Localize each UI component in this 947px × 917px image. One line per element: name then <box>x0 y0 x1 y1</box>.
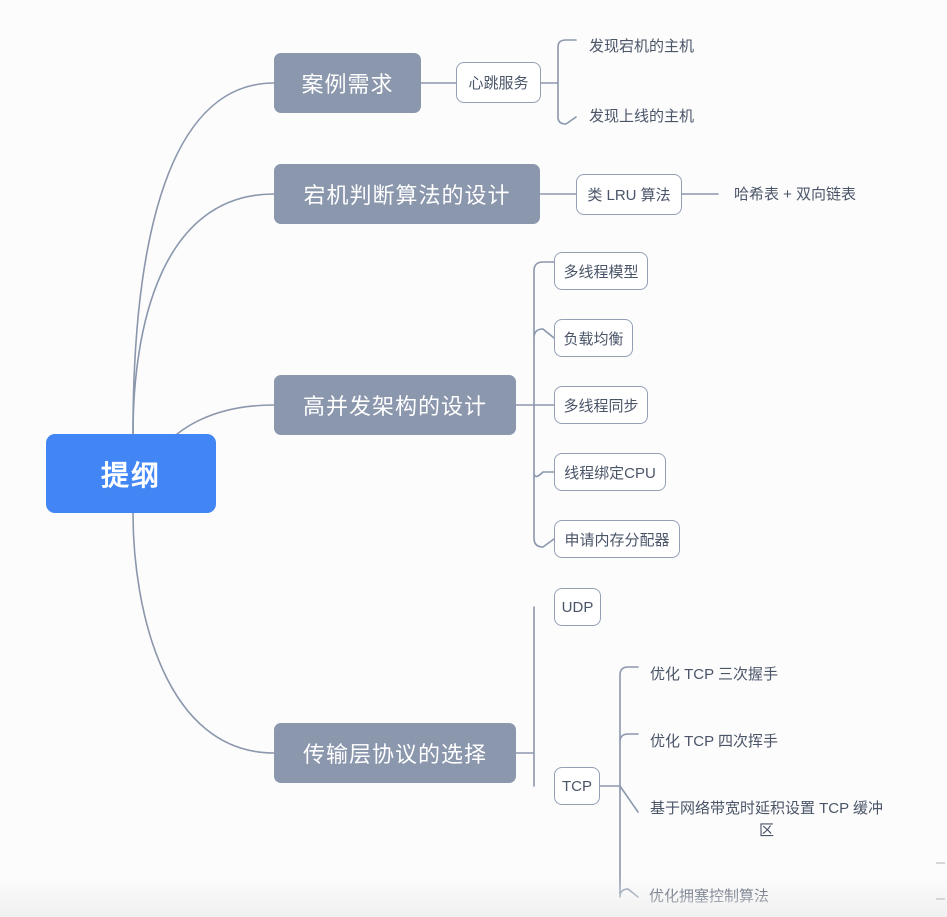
branch-node-transport-protocol-choice[interactable]: 传输层协议的选择 <box>274 723 516 783</box>
child-node-udp[interactable]: UDP <box>554 588 601 626</box>
connector-path-6 <box>515 261 555 548</box>
leaf-node-optimize-four-way-wavehand[interactable]: 优化 TCP 四次挥手 <box>649 733 779 751</box>
bottom-fade-overlay <box>0 877 947 917</box>
leaf-node-hashmap-doubly-linked-list[interactable]: 哈希表 + 双向链表 <box>733 186 857 204</box>
mindmap-root-node[interactable]: 提纲 <box>46 434 216 513</box>
leaf-node-discover-online-host[interactable]: 发现上线的主机 <box>588 108 694 126</box>
child-node-multithread-model[interactable]: 多线程模型 <box>554 252 648 290</box>
leaf-node-discover-dead-host[interactable]: 发现宕机的主机 <box>588 38 694 56</box>
branch-node-crash-detection-algorithm[interactable]: 宕机判断算法的设计 <box>274 164 540 224</box>
child-node-load-balancing[interactable]: 负载均衡 <box>554 319 633 357</box>
child-node-memory-allocator[interactable]: 申请内存分配器 <box>554 520 680 558</box>
child-node-thread-cpu-affinity[interactable]: 线程绑定CPU <box>554 453 666 491</box>
child-node-tcp[interactable]: TCP <box>554 767 600 805</box>
leaf-node-optimize-congestion-control[interactable]: 优化拥塞控制算法 <box>648 888 769 906</box>
leaf-node-optimize-three-way-handshake[interactable]: 优化 TCP 三次握手 <box>649 666 779 684</box>
leaf-node-bdp-tcp-buffer[interactable]: 基于网络带宽时延积设置 TCP 缓冲区 <box>649 800 884 839</box>
connector-path-3 <box>132 512 275 754</box>
branch-node-case-requirements[interactable]: 案例需求 <box>274 53 421 113</box>
scroll-tick-upper[interactable] <box>936 862 945 864</box>
branch-node-high-concurrency-architecture[interactable]: 高并发架构的设计 <box>274 375 516 435</box>
child-node-heartbeat-service[interactable]: 心跳服务 <box>456 62 541 103</box>
connector-path-7 <box>515 606 535 787</box>
scroll-tick-lower[interactable] <box>936 898 945 900</box>
connector-path-10 <box>599 666 639 898</box>
child-node-multithread-sync[interactable]: 多线程同步 <box>554 386 648 424</box>
connector-path-8 <box>540 39 577 125</box>
connector-path-0 <box>132 82 275 435</box>
child-node-lru-like-algorithm[interactable]: 类 LRU 算法 <box>576 174 682 215</box>
connector-path-1 <box>132 193 275 435</box>
